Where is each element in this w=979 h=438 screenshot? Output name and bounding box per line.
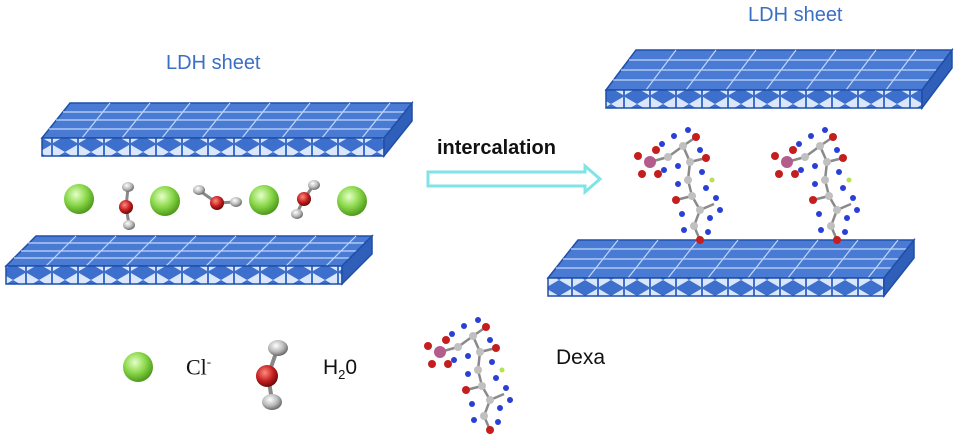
- water-molecule: [119, 182, 135, 230]
- ldh-sheet-left-bottom: [4, 234, 374, 286]
- legend-dexa-label: Dexa: [556, 346, 606, 369]
- water-o: 0: [345, 356, 358, 379]
- water-molecule: [193, 185, 242, 210]
- legend-dexa-icon: [424, 317, 513, 434]
- ldh-sheet-label-right: LDH sheet: [748, 4, 843, 26]
- legend-water-icon: [256, 340, 288, 410]
- intercalation-arrow: [426, 162, 603, 196]
- chloride-ion: [337, 186, 367, 216]
- water-subscript: 2: [338, 367, 346, 383]
- intercalation-label: intercalation: [437, 137, 556, 159]
- legend-chloride-label: Cl-: [186, 354, 211, 380]
- chloride-symbol: Cl: [186, 354, 207, 380]
- chloride-ion: [249, 185, 279, 215]
- dexa-molecule: [634, 127, 723, 244]
- chloride-ion: [64, 184, 94, 214]
- chloride-charge: -: [206, 354, 212, 369]
- ldh-sheet-right-bottom: [546, 237, 916, 299]
- ldh-sheet-label-left: LDH sheet: [166, 52, 261, 74]
- water-h: H: [323, 356, 339, 379]
- legend-water-label: H20: [323, 356, 357, 382]
- chloride-ion: [150, 186, 180, 216]
- ldh-sheet-right-top: [604, 47, 954, 111]
- ldh-sheet-left-top: [40, 100, 414, 159]
- dexa-molecule: [771, 127, 860, 244]
- water-molecule: [291, 180, 320, 219]
- legend-chloride-icon: [123, 352, 153, 382]
